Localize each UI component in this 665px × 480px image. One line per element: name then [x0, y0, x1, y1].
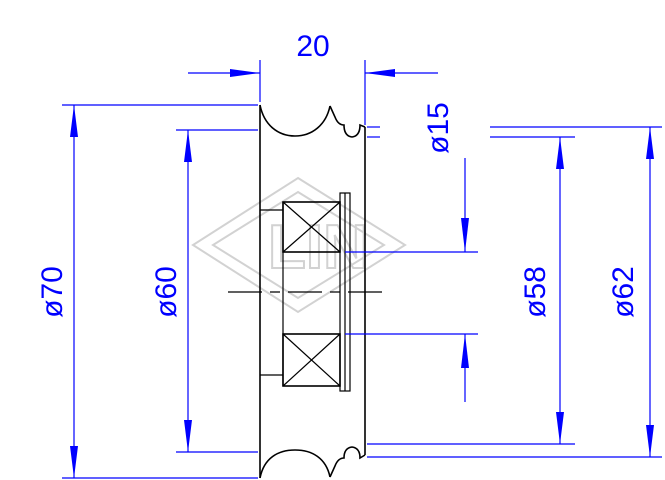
dimension-bore: ø15 — [345, 102, 478, 402]
outer-diameter-label: ø70 — [36, 266, 69, 318]
dimension-rim-diameter: ø62 — [367, 126, 662, 458]
watermark-logo: LIN — [191, 176, 407, 314]
inner-diameter-label: ø58 — [519, 266, 552, 318]
dimension-outer-diameter: ø70 — [36, 104, 258, 479]
bore-label: ø15 — [422, 102, 455, 154]
dimension-groove-diameter: ø60 — [150, 129, 258, 453]
dimension-width: 20 — [188, 30, 438, 125]
groove-diameter-label: ø60 — [150, 266, 183, 318]
watermark-text: LIN — [268, 213, 368, 282]
dimension-inner-diameter: ø58 — [367, 136, 575, 445]
width-label: 20 — [296, 30, 329, 63]
wheel-body — [228, 104, 390, 479]
rim-diameter-label: ø62 — [607, 266, 640, 318]
